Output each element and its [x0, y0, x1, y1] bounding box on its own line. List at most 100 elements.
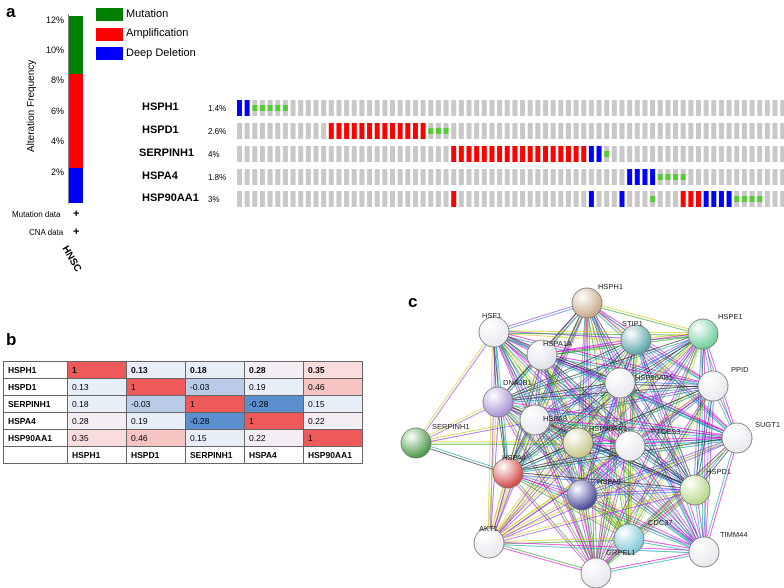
network-edge	[704, 386, 715, 553]
sample-cell	[244, 146, 250, 162]
mutation-data-mark: +	[73, 208, 80, 220]
sample-cell	[764, 169, 770, 185]
network-edge	[541, 355, 737, 440]
sample-cell	[611, 100, 617, 116]
bar-segment-mutation	[69, 16, 83, 74]
mutation-mark	[435, 128, 441, 134]
sample-cell	[367, 169, 373, 185]
gene-percent: 3%	[208, 195, 220, 204]
sample-cell	[550, 191, 556, 207]
network-edge	[498, 386, 714, 404]
sample-cell	[336, 100, 342, 116]
network-edge	[628, 446, 704, 553]
network-edge	[488, 436, 737, 543]
network-edge	[507, 473, 629, 541]
sample-cell	[619, 100, 625, 116]
sample-cell	[650, 100, 656, 116]
network-edge	[595, 550, 704, 573]
sample-cell	[336, 191, 342, 207]
sample-cell	[780, 123, 784, 139]
network-node	[614, 430, 646, 462]
network-edge	[508, 471, 696, 490]
sample-cell	[734, 146, 740, 162]
mutation-mark	[757, 196, 763, 202]
legend-deep-deletion: Deep Deletion	[126, 47, 196, 59]
network-edge	[542, 353, 632, 446]
sample-cell	[359, 100, 365, 116]
sample-cell	[374, 100, 380, 116]
gene-percent: 2.6%	[208, 127, 227, 136]
sample-cell	[405, 191, 411, 207]
sample-cell	[282, 191, 288, 207]
sample-cell	[588, 169, 594, 185]
network-edge	[488, 543, 596, 575]
network-edge	[489, 495, 583, 545]
sample-cell	[497, 169, 503, 185]
sample-cell	[764, 100, 770, 116]
sample-cell	[588, 123, 594, 139]
correlation-cell: 0.46	[126, 429, 186, 447]
node-label: DNAJB1	[503, 378, 532, 387]
network-edge	[629, 436, 737, 446]
sample-cell	[290, 100, 296, 116]
amplification-cell	[397, 123, 403, 139]
network-edge	[587, 302, 706, 552]
sample-cell	[543, 123, 548, 139]
mutation-mark	[267, 105, 273, 111]
mutation-mark	[604, 151, 610, 157]
sample-cell	[321, 169, 327, 185]
network-edge	[507, 473, 695, 492]
sample-cell	[282, 123, 288, 139]
network-edge	[576, 443, 704, 554]
node-label: HSP90AB1	[635, 373, 673, 382]
amplification-cell	[550, 146, 556, 162]
correlation-cell: -0.03	[126, 395, 186, 413]
sample-cell	[305, 146, 311, 162]
sample-cell	[435, 191, 441, 207]
sample-cell	[780, 191, 784, 207]
sample-cell	[619, 123, 625, 139]
node-label: TIMM44	[720, 530, 748, 539]
sample-cell	[634, 191, 640, 207]
amplification-cell	[451, 146, 457, 162]
mutation-mark	[680, 174, 686, 180]
sample-cell	[474, 169, 480, 185]
sample-cell	[252, 191, 258, 207]
amplification-cell	[412, 123, 418, 139]
mutation-mark	[741, 196, 747, 202]
sample-cell	[780, 169, 784, 185]
network-edge	[493, 332, 703, 336]
amplification-cell	[512, 146, 518, 162]
sample-cell	[282, 146, 288, 162]
sample-cell	[321, 100, 327, 116]
gene-label: HSP90AA1	[142, 192, 199, 204]
sample-cell	[466, 123, 472, 139]
sample-cell	[512, 191, 518, 207]
network-edge	[489, 332, 496, 544]
node-label: HSPD1	[706, 467, 732, 476]
sample-cell	[604, 169, 610, 185]
network-edge	[578, 441, 696, 490]
network-edge	[489, 334, 705, 545]
node-label: HSF1	[482, 311, 502, 320]
sample-cell	[397, 169, 403, 185]
sample-cell	[581, 123, 587, 139]
sample-cell	[428, 191, 434, 207]
sample-cell	[412, 191, 418, 207]
sample-cell	[764, 146, 770, 162]
sample-cell	[390, 100, 395, 116]
sample-cell	[259, 123, 265, 139]
network-edge	[636, 338, 739, 438]
sample-cell	[504, 100, 510, 116]
sample-cell	[573, 123, 579, 139]
sample-cell	[657, 123, 663, 139]
sample-cell	[573, 100, 579, 116]
network-edge	[582, 490, 696, 497]
network-edge	[415, 443, 508, 475]
network-edge	[496, 402, 596, 574]
correlation-cell: 0.15	[303, 395, 363, 413]
network-edge	[498, 401, 598, 573]
network-edge	[492, 332, 535, 421]
sample-cell	[367, 146, 373, 162]
